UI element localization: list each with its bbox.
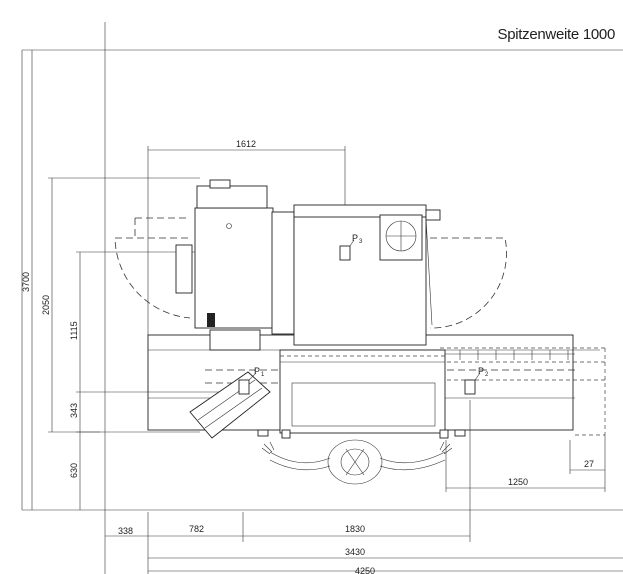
dimension-1115: 1115 <box>69 321 79 340</box>
frame-lines <box>21 22 623 574</box>
dimension-1250: 1250 <box>508 477 528 487</box>
point-p1-label: P <box>254 366 260 376</box>
point-p3-sub: 3 <box>359 239 363 245</box>
page-title: Spitzenweite 1000 <box>497 26 616 43</box>
dimension-782: 782 <box>189 524 204 534</box>
dimension-630: 630 <box>69 463 79 478</box>
roller-track <box>445 350 575 360</box>
point-p2-label: P <box>478 366 484 376</box>
machine-feet <box>257 429 466 439</box>
dimension-3430: 3430 <box>345 547 365 557</box>
horizontal-dimension-lines <box>105 146 623 574</box>
dimension-3700: 3700 <box>21 272 31 292</box>
dimension-2050: 2050 <box>41 295 51 315</box>
swing-radius-arcs <box>114 217 507 329</box>
point-p2-sub: 2 <box>485 372 489 378</box>
operator-figure <box>261 439 453 485</box>
dimension-4250: 4250 <box>355 566 375 574</box>
dimension-1830: 1830 <box>345 524 365 534</box>
point-markers <box>238 239 481 395</box>
point-p3-label: P <box>352 233 358 243</box>
main-housing <box>293 204 441 346</box>
lower-cabinet <box>279 349 446 434</box>
dimension-338: 338 <box>118 526 133 536</box>
dimension-343: 343 <box>69 403 79 418</box>
machine-head <box>175 179 295 351</box>
dimension-27: 27 <box>584 459 594 469</box>
slanted-chute <box>189 371 271 439</box>
dimension-1612: 1612 <box>236 139 256 149</box>
point-p1-sub: 1 <box>261 372 265 378</box>
